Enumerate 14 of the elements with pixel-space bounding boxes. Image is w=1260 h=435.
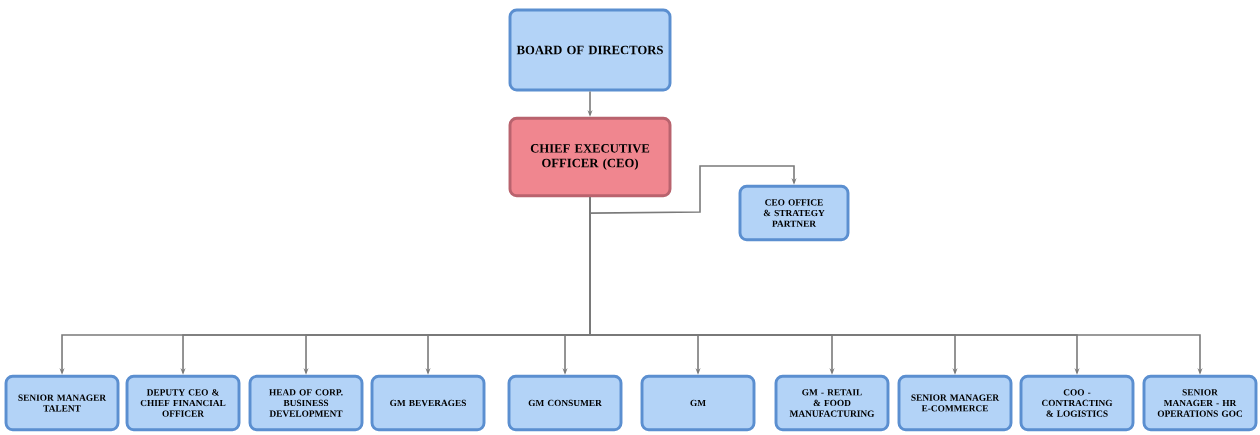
org-box: DEPUTY CEO & CHIEF FINANCIAL OFFICER [125,374,241,432]
org-box: SENIOR MANAGER - HR OPERATIONS GOC [1142,374,1258,432]
org-box: SENIOR MANAGER TALENT [4,374,120,432]
org-box: SENIOR MANAGER E-COMMERCE [897,374,1013,432]
org-box: CHIEF EXECUTIVE OFFICER (CEO) [508,116,672,198]
org-box: GM [640,374,756,432]
org-box: COO - CONTRACTING & LOGISTICS [1019,374,1135,432]
org-box: HEAD OF CORP. BUSINESS DEVELOPMENT [248,374,364,432]
org-box: GM - RETAIL & FOOD MANUFACTURING [774,374,890,432]
org-box: BOARD OF DIRECTORS [508,8,672,92]
org-box: GM BEVERAGES [370,374,486,432]
arrow [589,165,797,214]
org-box: CEO OFFICE & STRATEGY PARTNER [738,184,850,242]
org-box: GM CONSUMER [507,374,623,432]
